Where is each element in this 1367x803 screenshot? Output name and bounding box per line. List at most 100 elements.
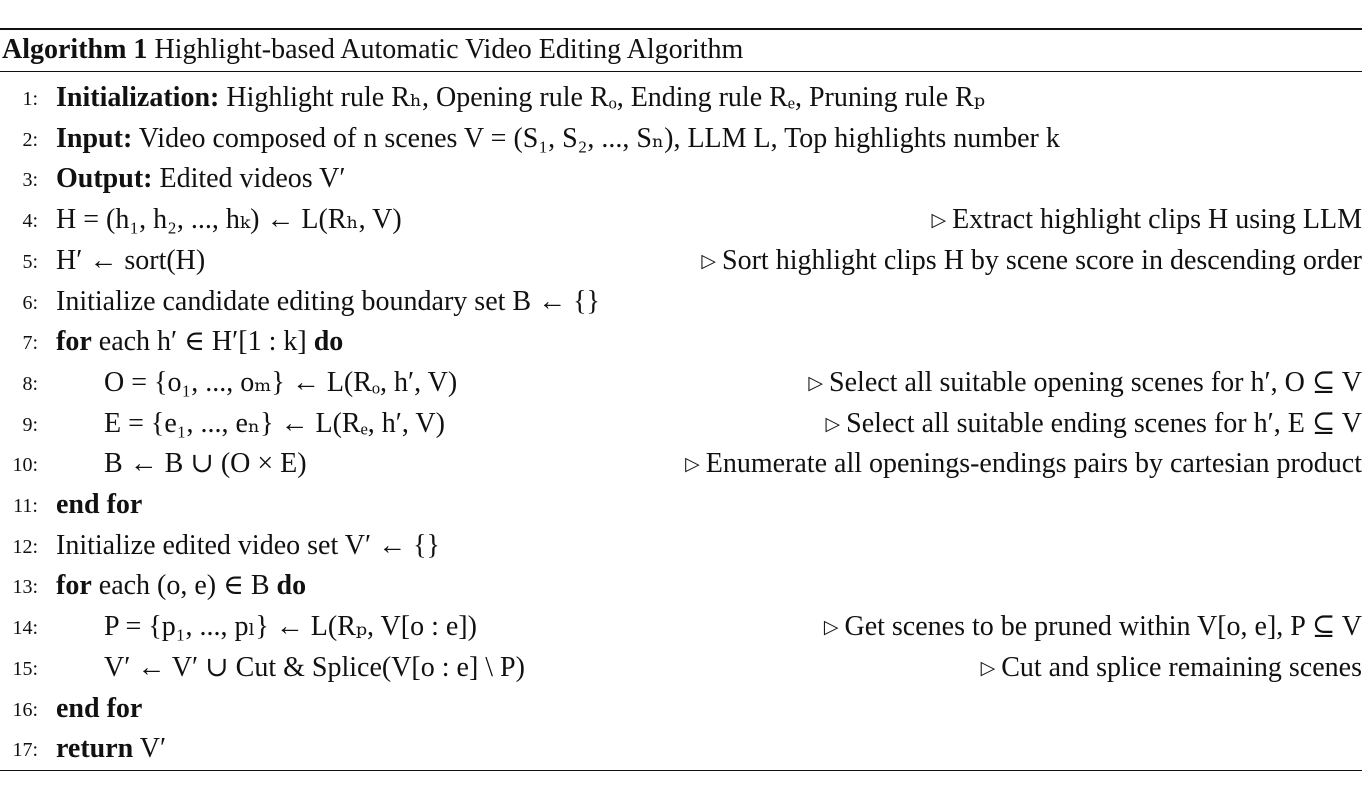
line-text: H′ ← sort(H)	[56, 244, 206, 276]
comment-text: Select all suitable ending scenes for h′…	[846, 407, 1362, 439]
line-number: 15:	[12, 657, 38, 680]
keyword: for	[56, 326, 92, 358]
algorithm-line: 13: for each (o, e) ∈ B do	[0, 566, 1362, 606]
line-comment: ▷Extract highlight clips H using LLM	[932, 200, 1362, 241]
line-text: Edited videos V′	[152, 163, 346, 195]
keyword: end for	[56, 692, 143, 724]
line-number: 14:	[12, 617, 38, 640]
line-number: 5:	[22, 250, 38, 273]
comment-text: Cut and splice remaining scenes	[1001, 651, 1362, 683]
comment-triangle-icon: ▷	[825, 413, 841, 435]
line-number: 11:	[13, 495, 38, 517]
algorithm-line: 7: for each h′ ∈ H′[1 : k] do	[0, 322, 1362, 362]
line-number: 12:	[12, 535, 38, 558]
algorithm-line: 16: end for	[0, 689, 1362, 729]
comment-text: Select all suitable opening scenes for h…	[829, 366, 1362, 398]
line-number: 10:	[12, 454, 38, 477]
line-body: for each (o, e) ∈ B do	[56, 566, 306, 606]
line-comment: ▷Enumerate all openings-endings pairs by…	[685, 444, 1362, 485]
algorithm-line: 4: H = (h₁, h₂, ..., hₖ) ← L(Rₕ, V) ▷Extra…	[0, 200, 1362, 240]
algorithm-line: 9: E = {e₁, ..., eₙ} ← L(Rₑ, h′, V) ▷Selec…	[0, 404, 1362, 444]
line-number: 7:	[22, 332, 38, 355]
algorithm-caption: Algorithm 1 Highlight-based Automatic Vi…	[2, 31, 743, 69]
line-number: 9:	[22, 413, 38, 436]
line-number: 17:	[12, 739, 38, 762]
line-body: Output: Edited videos V′	[56, 159, 346, 199]
line-body: end for	[56, 485, 142, 525]
keyword: return	[56, 733, 134, 765]
line-body: E = {e₁, ..., eₙ} ← L(Rₑ, h′, V)	[104, 404, 445, 444]
algorithm-line: 8: O = {o₁, ..., oₘ} ← L(Rₒ, h′, V) ▷Selec…	[0, 363, 1362, 403]
line-text: each h′ ∈ H′[1 : k]	[91, 326, 314, 358]
line-body: B ← B ∪ (O × E)	[104, 444, 307, 484]
line-number: 2:	[22, 128, 38, 151]
algorithm-line: 17: return V′	[0, 729, 1362, 769]
caption-rule	[0, 71, 1362, 72]
line-number: 3:	[22, 169, 38, 192]
line-comment: ▷Select all suitable opening scenes for …	[808, 363, 1362, 404]
keyword: Input:	[56, 122, 133, 154]
line-body: for each h′ ∈ H′[1 : k] do	[56, 322, 343, 362]
comment-triangle-icon: ▷	[685, 454, 700, 476]
line-text: V′	[133, 733, 167, 765]
top-rule	[0, 28, 1362, 30]
algorithm-line: 5: H′ ← sort(H) ▷Sort highlight clips H by…	[0, 241, 1362, 281]
algorithm-line: 6:Initialize candidate editing boundary …	[0, 282, 1362, 322]
comment-triangle-icon: ▷	[701, 250, 717, 272]
line-body: H = (h₁, h₂, ..., hₖ) ← L(Rₕ, V)	[56, 200, 402, 240]
line-body: Initialize edited video set V′ ← {}	[56, 526, 440, 566]
line-body: H′ ← sort(H)	[56, 241, 205, 281]
line-body: Initialize candidate editing boundary se…	[56, 282, 600, 322]
line-text: V′ ← V′ ∪ Cut & Splice(V[o : e] \ P)	[104, 651, 525, 683]
line-text: H = (h₁, h₂, ..., hₖ) ← L(Rₕ, V)	[56, 204, 402, 236]
line-body: P = {p₁, ..., pₗ} ← L(Rₚ, V[o : e])	[104, 607, 477, 647]
line-text: Highlight rule Rₕ, Opening rule Rₒ, Endi…	[219, 82, 986, 113]
comment-text: Extract highlight clips H using LLM	[952, 204, 1362, 236]
keyword: for	[56, 570, 92, 602]
keyword: Output:	[56, 163, 153, 195]
algorithm-line: 12: Initialize edited video set V′ ← {}	[0, 526, 1362, 566]
line-body: end for	[56, 689, 142, 729]
line-comment: ▷Sort highlight clips H by scene score i…	[701, 241, 1362, 282]
caption-title: Highlight-based Automatic Video Editing …	[154, 34, 744, 65]
line-text: Video composed of n scenes V = (S₁, S₂, …	[132, 122, 1060, 154]
line-text: Initialize candidate editing boundary se…	[56, 285, 600, 317]
comment-triangle-icon: ▷	[823, 617, 839, 639]
line-body: Initialization: Highlight rule Rₕ, Openi…	[56, 78, 985, 118]
keyword-do: do	[313, 326, 344, 358]
line-text: Initialize edited video set V′ ← {}	[56, 529, 440, 561]
line-comment: ▷Select all suitable ending scenes for h…	[826, 404, 1362, 445]
keyword: end for	[56, 489, 143, 520]
algorithm-line: 1: Initialization: Highlight rule Rₕ, Ope…	[0, 78, 1362, 118]
line-text: B ← B ∪ (O × E)	[104, 448, 307, 480]
line-number: 16:	[12, 698, 38, 721]
line-number: 8:	[22, 372, 38, 395]
line-number: 1:	[22, 88, 38, 110]
comment-text: Enumerate all openings-endings pairs by …	[705, 448, 1362, 480]
algorithm-line: 2: Input: Video composed of n scenes V = …	[0, 119, 1362, 159]
line-body: O = {o₁, ..., oₘ} ← L(Rₒ, h′, V)	[104, 363, 457, 403]
line-body: return V′	[56, 729, 166, 769]
line-number: 13:	[12, 576, 38, 599]
algorithm-line: 10: B ← B ∪ (O × E) ▷Enumerate all opening…	[0, 444, 1362, 484]
comment-triangle-icon: ▷	[808, 372, 824, 394]
line-comment: ▷Cut and splice remaining scenes	[981, 648, 1362, 689]
line-text: O = {o₁, ..., oₘ} ← L(Rₒ, h′, V)	[104, 366, 458, 398]
line-number: 4:	[22, 210, 38, 233]
comment-text: Sort highlight clips H by scene score in…	[722, 244, 1362, 276]
caption-label: Algorithm 1	[2, 34, 148, 65]
algorithm-line: 15: V′ ← V′ ∪ Cut & Splice(V[o : e] \ P) ▷…	[0, 648, 1362, 688]
line-body: Input: Video composed of n scenes V = (S…	[56, 119, 1060, 159]
line-body: V′ ← V′ ∪ Cut & Splice(V[o : e] \ P)	[104, 648, 525, 688]
algorithm-line: 3: Output: Edited videos V′	[0, 159, 1362, 199]
algorithm-line: 14: P = {p₁, ..., pₗ} ← L(Rₚ, V[o : e]) ▷G…	[0, 607, 1362, 647]
algorithm-line: 11: end for	[0, 485, 1362, 525]
comment-triangle-icon: ▷	[980, 657, 996, 679]
comment-text: Get scenes to be pruned within V[o, e], …	[844, 611, 1362, 643]
keyword: Initialization:	[56, 82, 220, 113]
comment-triangle-icon: ▷	[931, 210, 947, 232]
line-text: P = {p₁, ..., pₗ} ← L(Rₚ, V[o : e])	[104, 611, 477, 643]
line-text: E = {e₁, ..., eₙ} ← L(Rₑ, h′, V)	[104, 407, 445, 439]
line-text: each (o, e) ∈ B	[91, 570, 277, 602]
